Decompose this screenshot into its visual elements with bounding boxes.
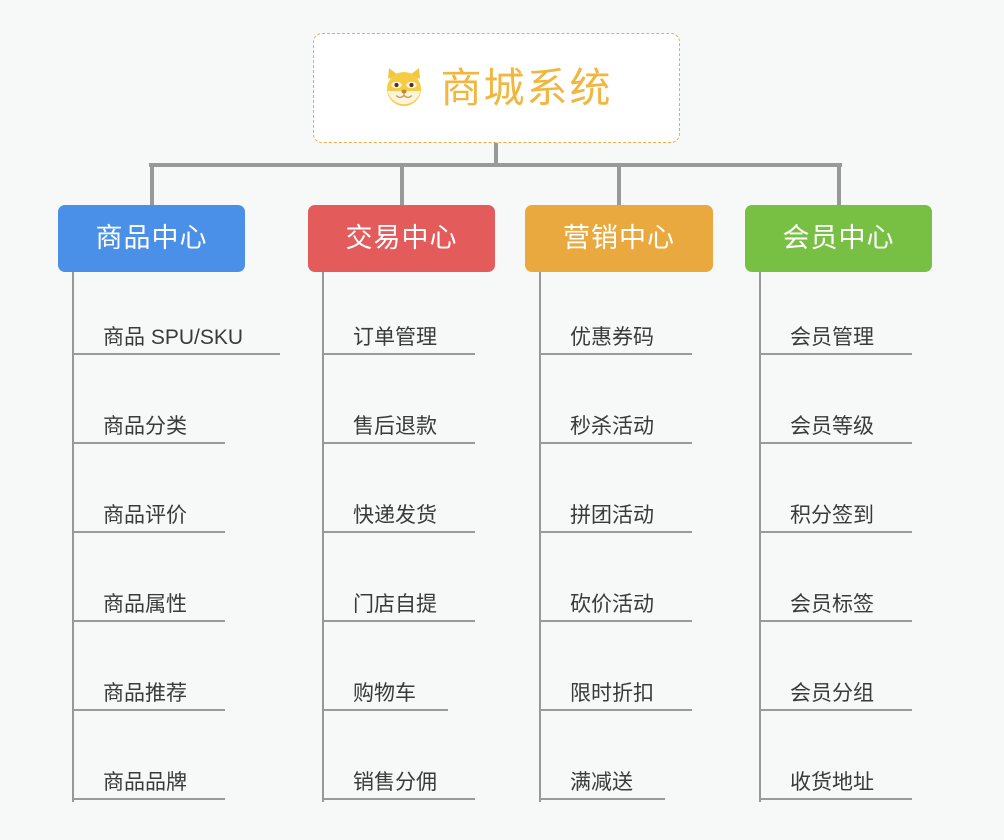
category-box-3[interactable]: 营销中心 <box>525 205 713 272</box>
leaf-item-underline <box>323 620 475 622</box>
leaf-item-label: 售后退款 <box>353 415 437 438</box>
leaf-item-underline <box>760 798 912 800</box>
leaf-item-underline <box>760 531 912 533</box>
category-box-2[interactable]: 交易中心 <box>308 205 495 272</box>
leaf-item-underline <box>540 620 692 622</box>
leaf-item-label: 购物车 <box>353 682 416 705</box>
leaf-item-label: 会员分组 <box>790 682 874 705</box>
leaf-item-label: 优惠券码 <box>570 326 654 349</box>
leaf-item-label: 会员标签 <box>790 593 874 616</box>
category-label: 会员中心 <box>782 223 895 253</box>
category-label: 商品中心 <box>95 223 208 253</box>
leaf-item-underline <box>760 620 912 622</box>
leaf-item-label: 限时折扣 <box>570 682 654 705</box>
leaf-item-underline <box>323 353 475 355</box>
leaf-item-underline <box>73 442 225 444</box>
connector-drop-1 <box>149 163 154 205</box>
leaf-item-label: 门店自提 <box>353 593 437 616</box>
leaf-item-underline <box>73 620 225 622</box>
leaf-item-underline <box>323 442 475 444</box>
shiba-dog-face-icon <box>381 65 427 111</box>
connector-trunk <box>149 163 842 167</box>
leaf-item-underline <box>323 709 448 711</box>
leaf-item-underline <box>540 353 692 355</box>
leaf-item-underline <box>323 798 475 800</box>
leaf-item-label: 商品属性 <box>103 593 187 616</box>
leaf-item-label: 拼团活动 <box>570 504 654 527</box>
column-spine-2 <box>322 272 324 802</box>
leaf-item-label: 商品 SPU/SKU <box>103 326 244 349</box>
leaf-item-underline <box>540 442 692 444</box>
leaf-item-underline <box>540 798 665 800</box>
leaf-item-label: 积分签到 <box>790 504 874 527</box>
leaf-item-underline <box>73 531 225 533</box>
leaf-item-label: 商品品牌 <box>103 771 187 794</box>
leaf-item-label: 满减送 <box>570 771 633 794</box>
leaf-item-label: 商品评价 <box>103 504 187 527</box>
leaf-item-underline <box>73 709 225 711</box>
leaf-item-label: 快递发货 <box>353 504 437 527</box>
leaf-item-label: 收货地址 <box>790 771 874 794</box>
leaf-item-underline <box>760 442 912 444</box>
leaf-item-underline <box>73 353 280 355</box>
column-spine-1 <box>72 272 74 802</box>
leaf-item-label: 会员等级 <box>790 415 874 438</box>
leaf-item-label: 秒杀活动 <box>570 415 654 438</box>
category-label: 营销中心 <box>563 223 675 253</box>
connector-drop-3 <box>617 163 621 205</box>
leaf-item-label: 会员管理 <box>790 326 874 349</box>
category-box-4[interactable]: 会员中心 <box>745 205 932 272</box>
leaf-item-underline <box>73 798 225 800</box>
leaf-item-underline <box>323 531 475 533</box>
leaf-item-label: 销售分佣 <box>353 771 437 794</box>
root-title: 商城系统 <box>440 64 613 111</box>
leaf-item-underline <box>540 709 692 711</box>
root-node-shop-system[interactable]: 商城系统 <box>313 33 680 143</box>
connector-drop-2 <box>399 163 404 205</box>
category-box-1[interactable]: 商品中心 <box>58 205 245 272</box>
column-spine-4 <box>759 272 761 802</box>
leaf-item-label: 商品推荐 <box>103 682 187 705</box>
leaf-item-label: 订单管理 <box>353 326 437 349</box>
column-spine-3 <box>539 272 541 802</box>
category-label: 交易中心 <box>345 223 458 253</box>
connector-root-stem <box>494 143 498 167</box>
connector-drop-4 <box>836 163 841 205</box>
leaf-item-label: 商品分类 <box>103 415 187 438</box>
leaf-item-underline <box>760 709 912 711</box>
leaf-item-underline <box>760 353 912 355</box>
leaf-item-underline <box>540 531 692 533</box>
leaf-item-label: 砍价活动 <box>570 593 654 616</box>
